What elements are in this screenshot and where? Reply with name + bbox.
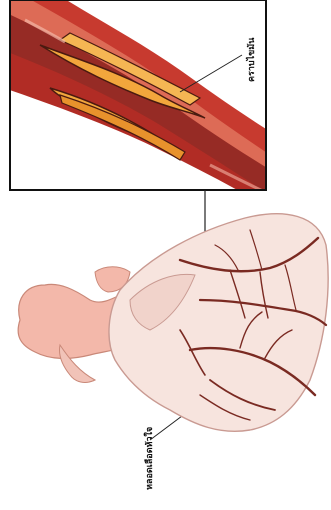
artery-magnified-icon — [0, 0, 300, 215]
heart-illustration-icon — [18, 214, 328, 432]
plaque-label: คราบไขมัน — [244, 38, 258, 82]
coronary-artery-label: หลอดเลือดหัวใจ — [142, 427, 156, 490]
